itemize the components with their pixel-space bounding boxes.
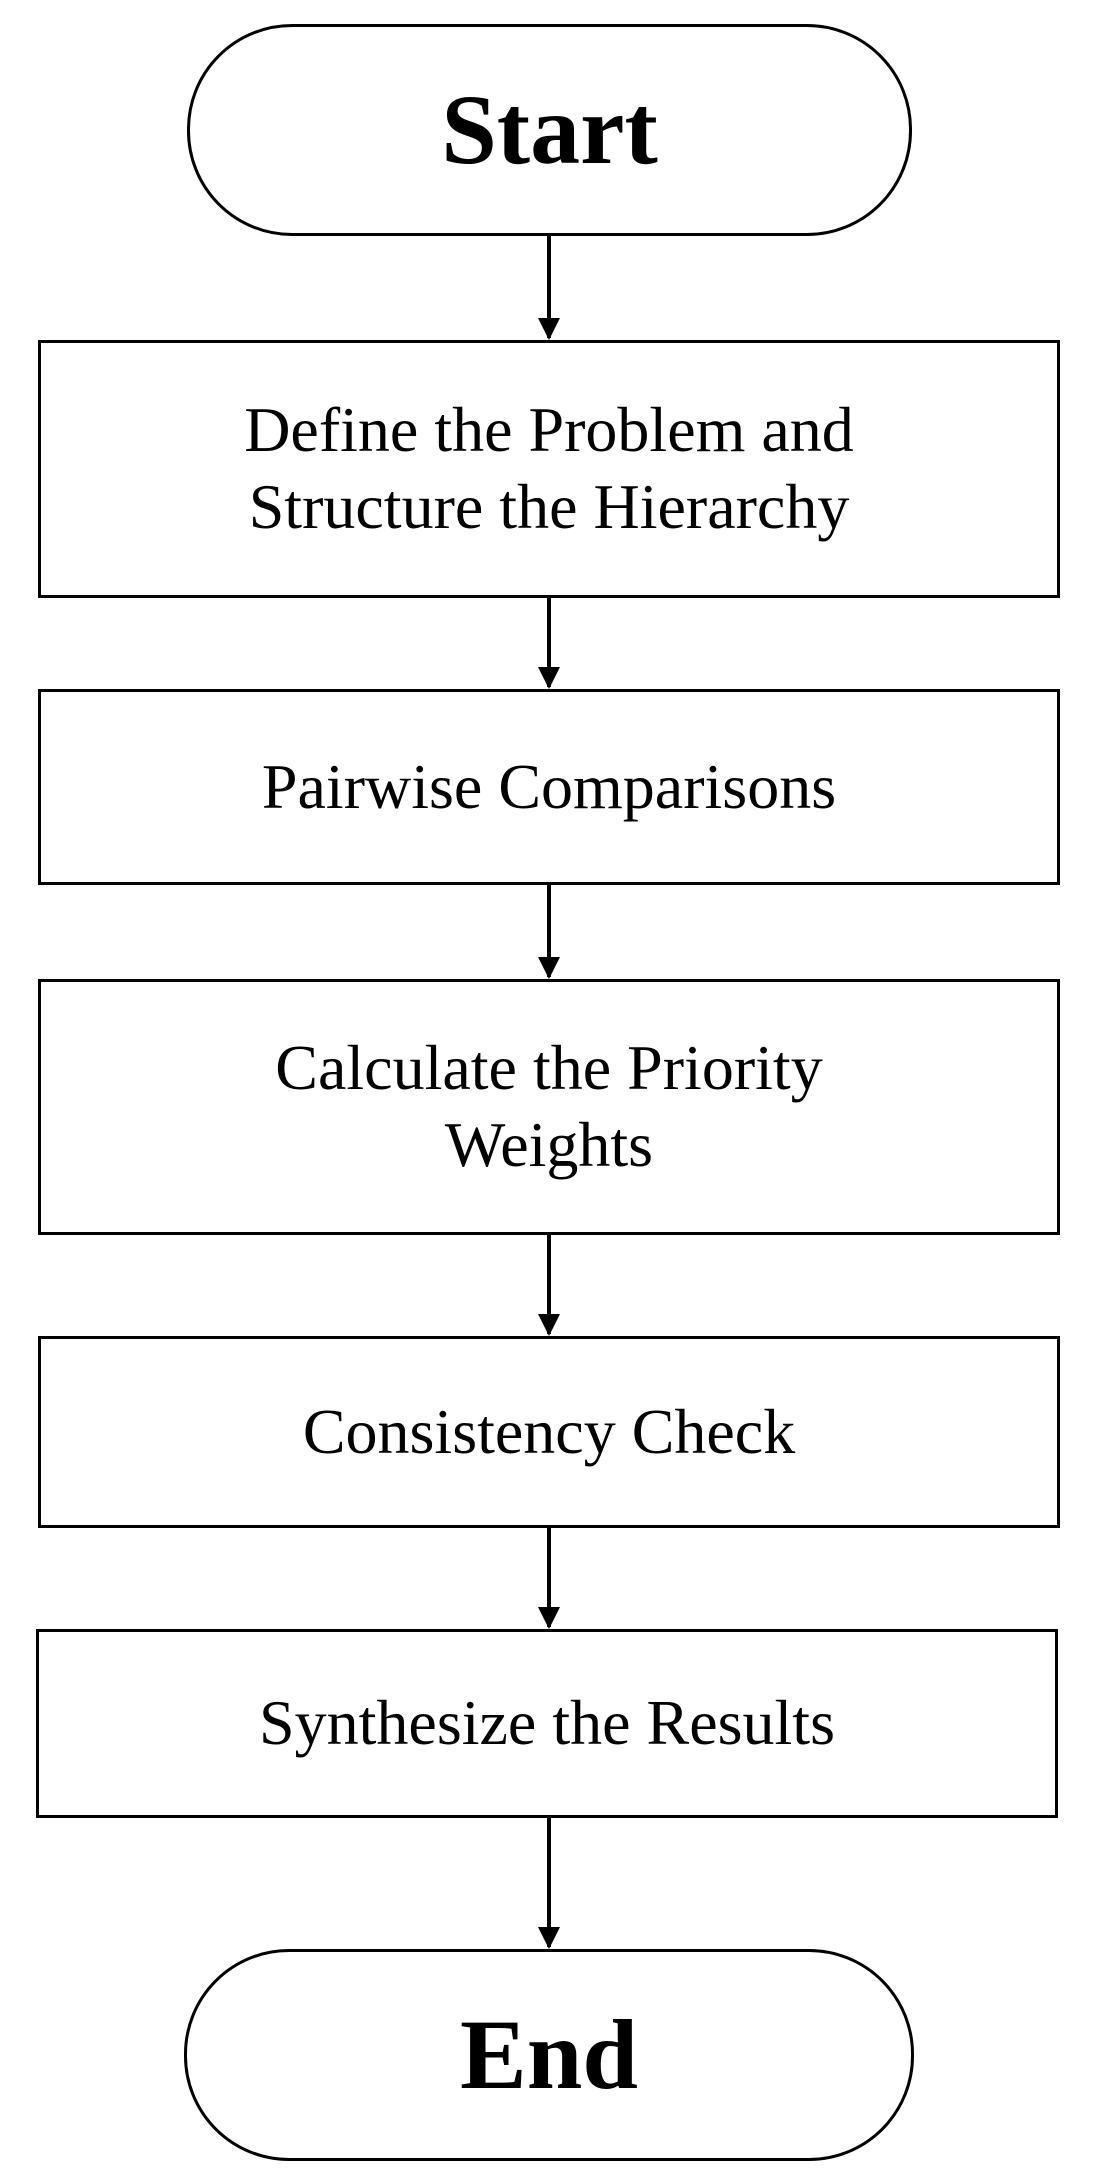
arrowhead-5	[538, 1607, 560, 1629]
step-calculate-weights: Calculate the Priority Weights	[38, 979, 1060, 1235]
arrowhead-2	[538, 667, 560, 689]
step-consistency-check-label: Consistency Check	[302, 1395, 796, 1467]
step-synthesize-results-label: Synthesize the Results	[259, 1687, 835, 1759]
arrowhead-4	[538, 1314, 560, 1336]
step-define-problem-label: Define the Problem and Structure the Hie…	[244, 394, 854, 542]
step-pairwise-comparisons: Pairwise Comparisons	[38, 689, 1060, 885]
step-synthesize-results: Synthesize the Results	[36, 1629, 1058, 1818]
arrowhead-1	[538, 318, 560, 340]
start-terminal: Start	[187, 24, 912, 236]
step-define-problem: Define the Problem and Structure the Hie…	[38, 340, 1060, 598]
arrowhead-6	[538, 1927, 560, 1949]
arrowhead-3	[538, 957, 560, 979]
step-consistency-check: Consistency Check	[38, 1336, 1060, 1528]
step-pairwise-comparisons-label: Pairwise Comparisons	[261, 750, 837, 822]
step-calculate-weights-label: Calculate the Priority Weights	[275, 1032, 823, 1180]
end-label: End	[460, 1999, 638, 2110]
end-terminal: End	[184, 1949, 914, 2161]
start-label: Start	[441, 74, 658, 185]
